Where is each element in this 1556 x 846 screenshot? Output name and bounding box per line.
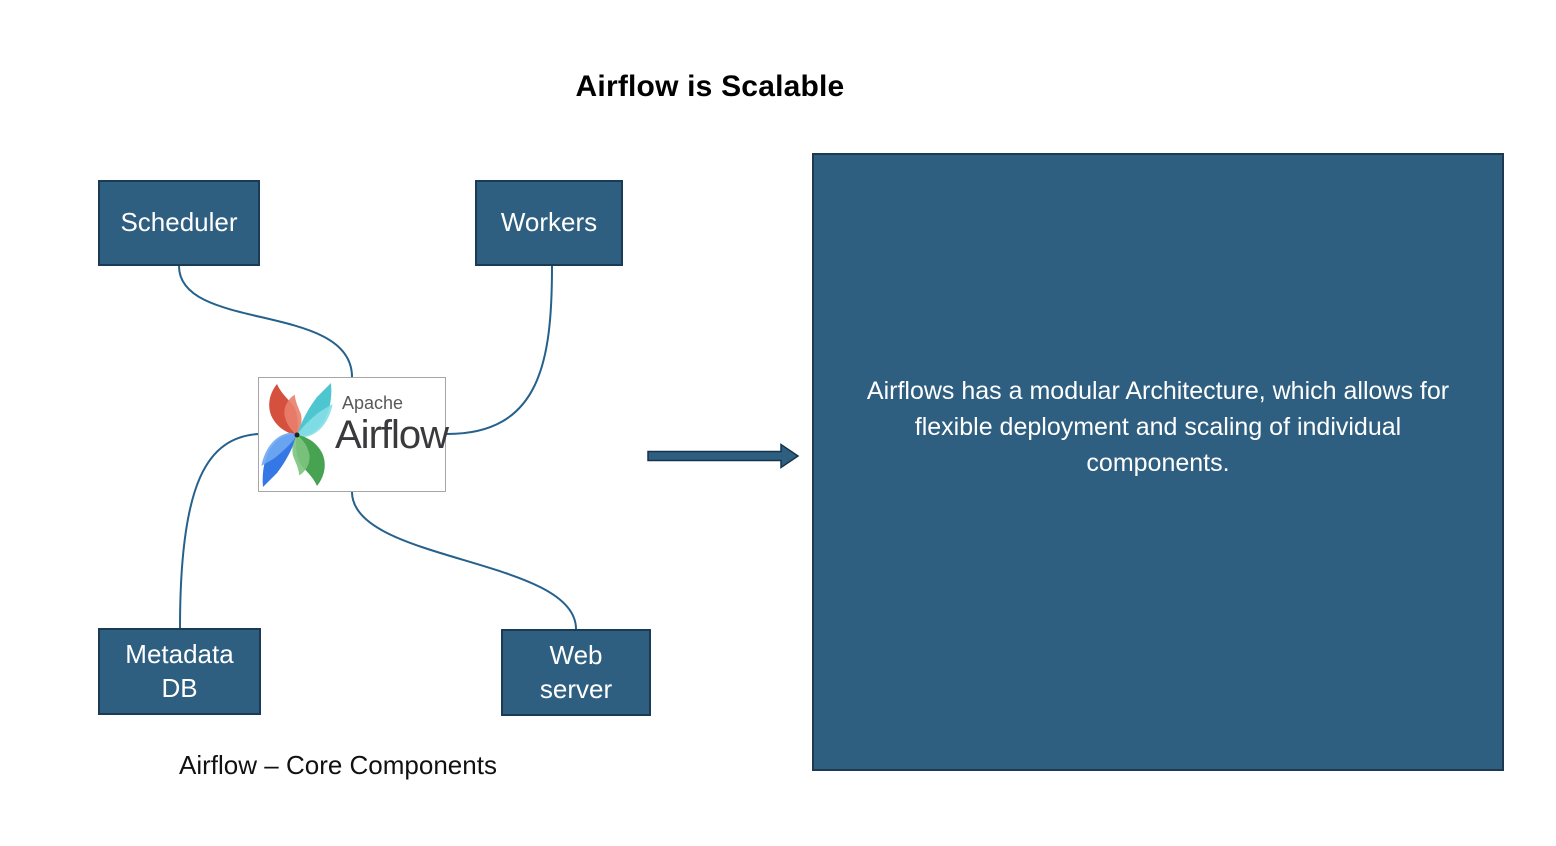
diagram-caption: Airflow – Core Components <box>179 750 497 780</box>
slide-title: Airflow is Scalable <box>575 70 845 103</box>
node-scheduler: Scheduler <box>98 180 260 266</box>
airflow-logo-box: Apache Airflow <box>258 377 449 492</box>
node-metadata-db-label-line1: Metadata <box>125 638 234 669</box>
info-panel-text: Airflows has a modular Architecture, whi… <box>866 377 1450 477</box>
node-workers: Workers <box>475 180 623 266</box>
connector-workers-to-logo <box>446 265 553 435</box>
airflow-pinwheel-icon <box>261 383 333 487</box>
node-metadata-db-label-line2: DB <box>161 672 198 703</box>
airflow-logo-wordmark: Apache Airflow <box>335 393 449 457</box>
node-scheduler-label: Scheduler <box>120 207 238 238</box>
node-workers-label: Workers <box>500 207 598 238</box>
node-web-server-label-line2: server <box>539 673 613 704</box>
right-arrow-icon <box>647 443 800 469</box>
node-metadata-db: Metadata DB <box>98 628 261 715</box>
node-web-server-label-line1: Web <box>549 639 603 670</box>
logo-brand-text: Apache <box>342 393 404 413</box>
connector-logo-to-metadata-db <box>179 433 259 629</box>
connector-scheduler-to-logo <box>178 265 353 378</box>
info-panel: Airflows has a modular Architecture, whi… <box>812 153 1504 771</box>
node-web-server: Web server <box>501 629 651 716</box>
connector-logo-to-web-server <box>351 491 577 630</box>
logo-product-text: Airflow <box>335 413 449 457</box>
